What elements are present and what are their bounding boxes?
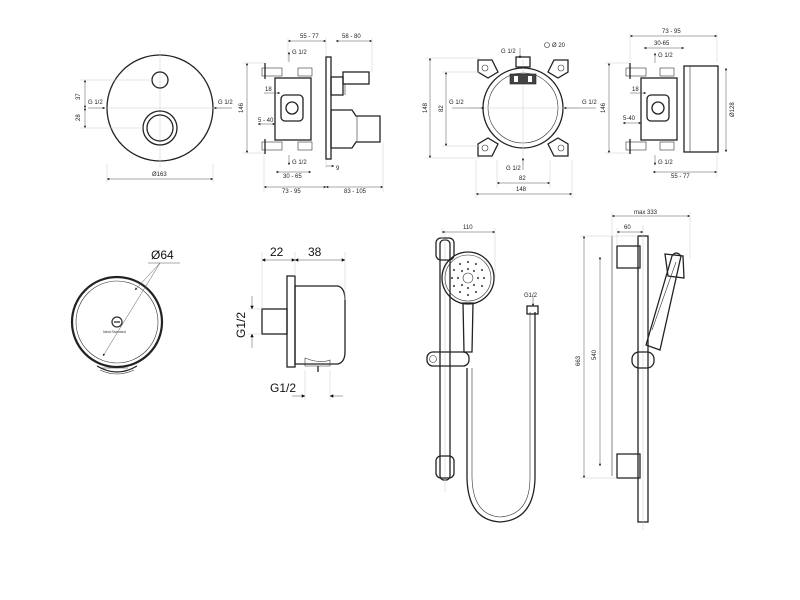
install-box-side-view: 73 - 95 30-65 146 G 1/2 G 1/2 18 5-40 bbox=[601, 29, 736, 180]
mounting-ear-bl bbox=[477, 137, 499, 157]
dim-146-box: 146 bbox=[601, 102, 607, 113]
dim-9-side: 9 bbox=[336, 166, 340, 172]
dim-60-rail: 60 bbox=[624, 225, 631, 231]
dim-18-side: 18 bbox=[265, 87, 272, 93]
shower-kit-front-view: G1/2 110 bbox=[426, 225, 539, 523]
dim-73-95-side: 73 - 95 bbox=[282, 189, 301, 195]
thermostat-knob-inner bbox=[146, 114, 174, 142]
dim-30-65-box: 30-65 bbox=[654, 41, 670, 47]
thread-left-box: G 1/2 bbox=[449, 100, 464, 106]
dim-58-80: 58 - 80 bbox=[342, 34, 361, 40]
rail-bracket-top bbox=[435, 237, 455, 261]
box-valve-body bbox=[640, 77, 678, 141]
dim-83-105-side: 83 - 105 bbox=[344, 189, 367, 195]
dim-28: 28 bbox=[76, 114, 82, 121]
dim-82-h: 82 bbox=[519, 176, 526, 182]
thread-bottom-boxside: G 1/2 bbox=[658, 160, 673, 166]
thread-left-label: G 1/2 bbox=[88, 100, 103, 106]
dim-110: 110 bbox=[463, 225, 473, 231]
dim-18-box: 18 bbox=[632, 87, 639, 93]
dim-55-77: 55 - 77 bbox=[300, 34, 319, 40]
slider-holder bbox=[426, 351, 470, 367]
thread-right-box: G 1/2 bbox=[582, 100, 597, 106]
dim-148-v: 148 bbox=[423, 102, 429, 113]
mounting-ear-tr bbox=[547, 59, 569, 79]
dim-146-side: 146 bbox=[239, 102, 245, 113]
slider-side bbox=[631, 351, 655, 369]
dim-max-333: max 333 bbox=[634, 210, 658, 216]
hand-shower-handle bbox=[462, 302, 474, 353]
wall-bracket-bottom-side bbox=[616, 453, 641, 479]
dim-37: 37 bbox=[76, 93, 82, 100]
thread-top-box: G 1/2 bbox=[501, 49, 516, 55]
dim-30-65-side: 30 - 65 bbox=[283, 174, 302, 180]
outlet-thread-stub bbox=[261, 308, 288, 335]
thread-bottom-side: G 1/2 bbox=[292, 160, 307, 166]
valve-body bbox=[274, 77, 312, 141]
outlet-flange bbox=[286, 275, 296, 368]
dim-dia-163: Ø163 bbox=[152, 172, 167, 178]
dim-5-40-box: 5-40 bbox=[623, 116, 636, 122]
rail-bracket-bottom bbox=[435, 455, 455, 479]
brand-text: Ideal Standard bbox=[103, 330, 126, 334]
cover-plate-edge bbox=[325, 56, 332, 160]
thread-top-side: G 1/2 bbox=[292, 50, 307, 56]
mounting-ear-br bbox=[547, 137, 569, 157]
wall-outlet-side-view: 22 38 G1/2 G1/2 bbox=[234, 245, 346, 400]
ideal-standard-logo: Ideal Standard bbox=[103, 316, 126, 334]
diverter-knob-side bbox=[342, 71, 370, 85]
dia-20-box: Ø 20 bbox=[552, 43, 566, 49]
thread-top-boxside: G 1/2 bbox=[658, 53, 673, 59]
dim-663: 663 bbox=[576, 355, 582, 366]
dim-148-h: 148 bbox=[516, 187, 527, 193]
dim-dia-64: Ø64 bbox=[151, 248, 174, 262]
dim-73-95-box: 73 - 95 bbox=[662, 29, 681, 35]
thread-side-outlet: G1/2 bbox=[234, 312, 248, 338]
dim-22: 22 bbox=[270, 245, 284, 259]
mounting-ear-tl bbox=[477, 59, 499, 79]
wall-bracket-top-side bbox=[616, 245, 641, 269]
valve-body-side-view: 55 - 77 58 - 80 146 G 1/2 G 1/2 18 5 - 4… bbox=[239, 34, 384, 195]
thread-bottom-box: G 1/2 bbox=[506, 166, 521, 172]
outlet-rosette bbox=[70, 275, 164, 369]
hand-shower-side bbox=[645, 252, 682, 351]
shower-hose bbox=[466, 312, 536, 523]
shower-nozzles bbox=[450, 260, 486, 297]
dia-128-box: Ø128 bbox=[730, 102, 736, 117]
wall-outlet-front-view: Ideal Standard Ø64 bbox=[70, 248, 180, 375]
front-plate-view: 37 28 G 1/2 G 1/2 Ø163 bbox=[76, 50, 233, 183]
shower-rail-side-view: max 333 60 663 540 bbox=[576, 210, 691, 530]
thermostat-knob-side bbox=[330, 109, 381, 149]
install-box-front-view: G 1/2 Ø 20 G 1/2 G 1/2 G 1/2 148 82 82 1… bbox=[423, 42, 597, 198]
thread-bottom-outlet: G1/2 bbox=[270, 381, 296, 395]
outlet-body bbox=[294, 285, 346, 365]
thread-right-label: G 1/2 bbox=[218, 100, 233, 106]
dim-38: 38 bbox=[308, 245, 322, 259]
dim-82-v: 82 bbox=[439, 105, 445, 112]
dim-540: 540 bbox=[592, 349, 598, 360]
dim-5-40-side: 5 - 40 bbox=[258, 118, 274, 124]
hand-shower-head bbox=[441, 251, 495, 305]
box-shell bbox=[683, 65, 719, 153]
dim-55-77-box: 55 - 77 bbox=[671, 174, 690, 180]
hose-thread-label: G1/2 bbox=[524, 293, 538, 299]
